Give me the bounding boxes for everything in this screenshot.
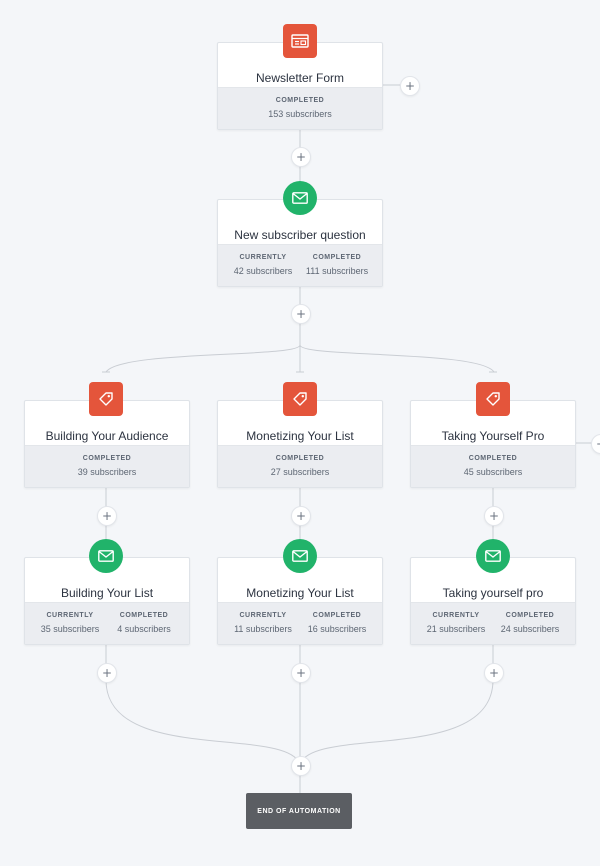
end-of-automation: END OF AUTOMATION [246, 793, 352, 829]
add-step-button[interactable]: + [291, 506, 311, 526]
add-step-button[interactable]: + [291, 756, 311, 776]
taking-pro-email-card[interactable]: Taking yourself pro CURRENTLY 21 subscrib… [410, 557, 576, 645]
add-step-button[interactable]: + [484, 663, 504, 683]
add-step-button[interactable]: + [291, 304, 311, 324]
stat-label: COMPLETED [119, 612, 169, 619]
stat-label: COMPLETED [275, 455, 325, 462]
node-title: New subscriber question [234, 228, 366, 242]
stat-value: 21 subscribers [426, 624, 486, 634]
add-step-button[interactable]: + [291, 147, 311, 167]
stat-value: 39 subscribers [77, 467, 137, 477]
stat-value: 42 subscribers [233, 266, 293, 276]
node-stats: COMPLETED 45 subscribers [411, 445, 575, 487]
node-stats: COMPLETED 39 subscribers [25, 445, 189, 487]
node-title: Building Your List [60, 586, 154, 600]
tag-icon [283, 382, 317, 416]
tag-icon [476, 382, 510, 416]
stat-value: 153 subscribers [268, 109, 332, 119]
node-stats: CURRENTLY 42 subscribers COMPLETED 111 sub… [218, 244, 382, 286]
stat-label: COMPLETED [82, 455, 132, 462]
tag-icon [89, 382, 123, 416]
email-icon [283, 539, 317, 573]
stat-value: 4 subscribers [117, 624, 171, 634]
stat-label: CURRENTLY [46, 612, 94, 619]
node-title: Monetizing Your List [246, 429, 354, 443]
stat-value: 16 subscribers [307, 624, 367, 634]
stat-value: 35 subscribers [40, 624, 100, 634]
node-title: Monetizing Your List [246, 586, 354, 600]
stat-label: CURRENTLY [239, 612, 287, 619]
node-title: Building Your Audience [45, 429, 169, 443]
stat-value: 11 subscribers [234, 624, 292, 634]
building-list-card[interactable]: Building Your List CURRENTLY 35 subscribe… [24, 557, 190, 645]
stat-label: COMPLETED [312, 254, 362, 261]
node-title: Newsletter Form [255, 71, 344, 85]
node-stats: CURRENTLY 35 subscribers COMPLETED 4 subsc… [25, 602, 189, 644]
node-title: Taking Yourself Pro [441, 429, 545, 443]
add-step-button[interactable]: + [291, 663, 311, 683]
form-icon [283, 24, 317, 58]
node-stats: CURRENTLY 21 subscribers COMPLETED 24 subs… [411, 602, 575, 644]
add-step-button[interactable]: + [97, 663, 117, 683]
stat-value: 111 subscribers [305, 266, 369, 276]
add-step-button[interactable]: + [484, 506, 504, 526]
add-branch-button[interactable]: + [400, 76, 420, 96]
node-stats: COMPLETED 153 subscribers [218, 87, 382, 129]
node-title: Taking yourself pro [442, 586, 544, 600]
stat-label: COMPLETED [275, 97, 325, 104]
stat-label: COMPLETED [505, 612, 555, 619]
node-stats: CURRENTLY 11 subscribers COMPLETED 16 subs… [218, 602, 382, 644]
stat-label: CURRENTLY [432, 612, 480, 619]
stat-value: 24 subscribers [500, 624, 560, 634]
stat-label: CURRENTLY [239, 254, 287, 261]
stat-value: 45 subscribers [463, 467, 523, 477]
add-step-button[interactable]: + [97, 506, 117, 526]
stat-label: COMPLETED [312, 612, 362, 619]
stat-label: COMPLETED [468, 455, 518, 462]
email-icon [283, 181, 317, 215]
email-icon [89, 539, 123, 573]
newsletter-form-card[interactable]: Newsletter Form COMPLETED 153 subscribers [217, 42, 383, 130]
stat-value: 27 subscribers [270, 467, 330, 477]
node-stats: COMPLETED 27 subscribers [218, 445, 382, 487]
email-icon [476, 539, 510, 573]
